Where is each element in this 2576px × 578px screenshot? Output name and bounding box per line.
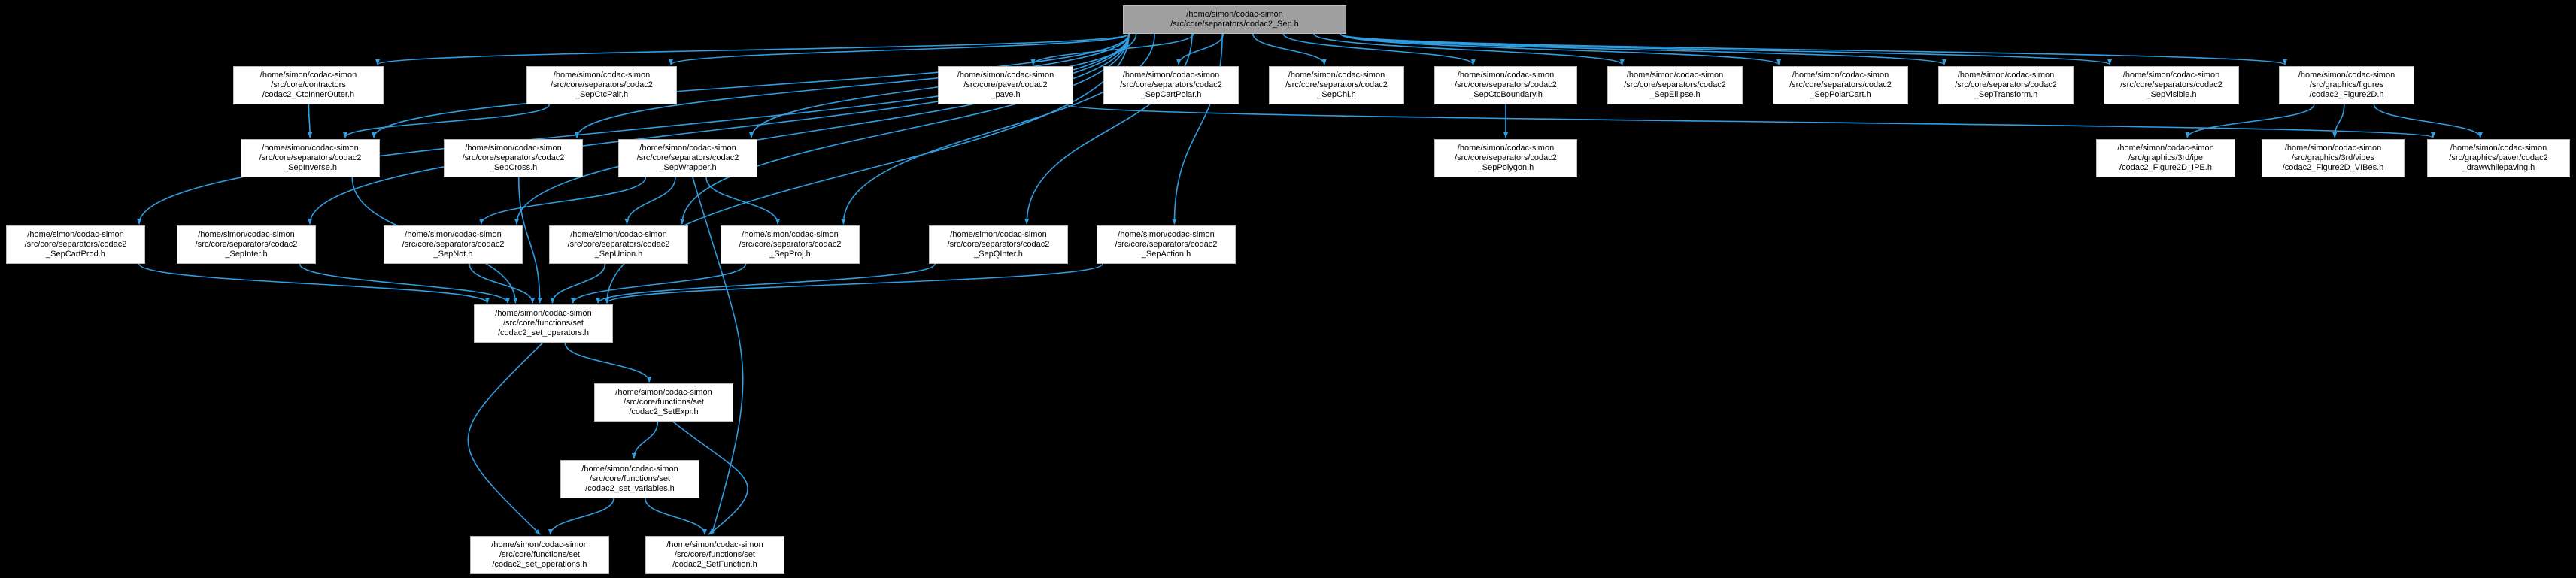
edge-sepwrapper-to-sepproj: [705, 177, 781, 225]
graph-node-codac2-setfunction-h[interactable]: /home/simon/codac-simon /src/core/functi…: [645, 536, 784, 574]
edge-sep-to-sepctcboundary: [1282, 33, 1476, 65]
graph-node-codac2-drawwhilepaving-h[interactable]: /home/simon/codac-simon /src/graphics/pa…: [2427, 139, 2570, 177]
graph-node-codac2-sepcross-h[interactable]: /home/simon/codac-simon /src/core/separa…: [444, 139, 583, 177]
edge-sep-to-sepctcpair: [669, 33, 1130, 65]
edge-sepnot-to-set_operators: [469, 263, 536, 304]
graph-node-codac2-septransform-h[interactable]: /home/simon/codac-simon /src/core/separa…: [1938, 66, 2074, 104]
edge-sep-to-seppolarcart: [1340, 33, 1781, 65]
graph-node-codac2-sepctcpair-h[interactable]: /home/simon/codac-simon /src/core/separa…: [526, 66, 677, 104]
edge-sepinter-to-set_operators: [299, 263, 511, 304]
edge-sep-to-sepnot: [514, 33, 1130, 225]
graph-node-codac2-sepwrapper-h[interactable]: /home/simon/codac-simon /src/core/separa…: [618, 139, 757, 177]
edge-sep-to-pave: [1030, 33, 1194, 65]
edge-sep-to-sepqinter: [1024, 33, 1193, 225]
graph-node-codac2-set-operators-h[interactable]: /home/simon/codac-simon /src/core/functi…: [474, 304, 613, 343]
graph-node-codac2-sepinter-h[interactable]: /home/simon/codac-simon /src/core/separa…: [177, 225, 316, 264]
edge-figure2d-to-figure2d_ipe: [2185, 104, 2315, 138]
graph-node-codac2-pave-h[interactable]: /home/simon/codac-simon /src/core/paver/…: [938, 66, 1073, 104]
graph-node-codac2-sepunion-h[interactable]: /home/simon/codac-simon /src/core/separa…: [549, 225, 688, 264]
edge-figure2d-to-drawwhilepaving: [2373, 104, 2483, 138]
graph-node-codac2-sepqinter-h[interactable]: /home/simon/codac-simon /src/core/separa…: [929, 225, 1068, 264]
graph-node-codac2-ctcinnerouter-h[interactable]: /home/simon/codac-simon /src/core/contra…: [233, 66, 384, 104]
graph-node-codac2-sepcartprod-h[interactable]: /home/simon/codac-simon /src/core/separa…: [6, 225, 145, 264]
graph-node-codac2-setexpr-h[interactable]: /home/simon/codac-simon /src/core/functi…: [594, 383, 733, 422]
graph-node-codac2-sepnot-h[interactable]: /home/simon/codac-simon /src/core/separa…: [384, 225, 523, 264]
edge-setexpr-to-setfunction: [672, 421, 748, 535]
edge-set_variables-to-set_operations: [548, 498, 614, 535]
edge-sep-to-septransform: [1340, 33, 1946, 65]
edge-sep-to-sepvisible: [1340, 33, 2112, 65]
graph-node-codac2-sepinverse-h[interactable]: /home/simon/codac-simon /src/core/separa…: [241, 139, 380, 177]
edge-sepwrapper-to-setfunction: [692, 177, 744, 535]
edge-ctcinnerouter-to-sepinverse: [308, 104, 313, 138]
edge-sep-to-figure2d: [1340, 33, 2287, 65]
edge-figure2d-to-figure2d_vibes: [2332, 104, 2345, 138]
edge-sepproj-to-set_operators: [570, 263, 747, 304]
edge-sep-to-sepaction: [1172, 33, 1223, 225]
edge-sepaction-to-set_operators: [605, 263, 1103, 304]
graph-node-codac2-sepellipse-h[interactable]: /home/simon/codac-simon /src/core/separa…: [1607, 66, 1743, 104]
graph-node-codac2-set-variables-h[interactable]: /home/simon/codac-simon /src/core/functi…: [560, 460, 699, 498]
edge-sep-to-sepinter: [308, 33, 1130, 225]
edge-sep-to-sepellipse: [1313, 33, 1625, 65]
edge-sep-to-sepinverse: [372, 33, 1130, 138]
graph-node-codac2-sepvisible-h[interactable]: /home/simon/codac-simon /src/core/separa…: [2104, 66, 2239, 104]
edge-sepwrapper-to-sepunion: [624, 177, 676, 225]
graph-node-codac2-figure2d-vibes-h[interactable]: /home/simon/codac-simon /src/graphics/3r…: [2262, 139, 2405, 177]
graph-node-codac2-sepproj-h[interactable]: /home/simon/codac-simon /src/core/separa…: [721, 225, 860, 264]
graph-node-codac2-sepctcboundary-h[interactable]: /home/simon/codac-simon /src/core/separa…: [1434, 66, 1577, 104]
edge-sepctcpair-to-sepinverse: [343, 104, 551, 138]
edge-setexpr-to-set_variables: [631, 421, 659, 459]
graph-node-codac2-seppolygon-h[interactable]: /home/simon/codac-simon /src/core/separa…: [1434, 139, 1577, 177]
edge-sepunion-to-set_operators: [550, 263, 606, 304]
edge-sep-to-sepcartprod: [137, 33, 1130, 225]
edge-sepqinter-to-set_operators: [596, 263, 936, 304]
edge-set_operators-to-setexpr: [564, 342, 652, 383]
graph-node-codac2-figure2d-h[interactable]: /home/simon/codac-simon /src/graphics/fi…: [2279, 66, 2414, 104]
edge-pave-to-drawwhilepaving: [1067, 104, 2435, 138]
edge-group: [137, 33, 2483, 535]
edge-sepcross-to-set_operators: [517, 177, 542, 304]
graph-node-codac2-sepchi-h[interactable]: /home/simon/codac-simon /src/core/separa…: [1269, 66, 1404, 104]
edge-sep-to-sepcross: [575, 33, 1130, 138]
graph-node-codac2-sepcartpolar-h[interactable]: /home/simon/codac-simon /src/core/separa…: [1103, 66, 1239, 104]
graph-node-codac2-set-operations-h[interactable]: /home/simon/codac-simon /src/core/functi…: [470, 536, 609, 574]
edge-sep-to-sepchi: [1252, 33, 1327, 65]
graph-node-codac2-figure2d-ipe-h[interactable]: /home/simon/codac-simon /src/graphics/3r…: [2096, 139, 2235, 177]
edge-sep-to-sepcartpolar: [1176, 33, 1224, 65]
edge-sep-to-ctcinnerouter: [375, 33, 1130, 65]
edge-sepwrapper-to-sepnot: [478, 177, 647, 225]
edge-set_operators-to-set_operations: [467, 342, 544, 535]
edge-set_variables-to-setfunction: [645, 498, 707, 535]
graph-node-codac2-sep-h[interactable]: /home/simon/codac-simon /src/core/separa…: [1123, 5, 1346, 34]
graph-node-codac2-seppolarcart-h[interactable]: /home/simon/codac-simon /src/core/separa…: [1773, 66, 1908, 104]
edge-sepcartprod-to-set_operators: [138, 263, 490, 304]
graph-node-codac2-sepaction-h[interactable]: /home/simon/codac-simon /src/core/separa…: [1097, 225, 1236, 264]
